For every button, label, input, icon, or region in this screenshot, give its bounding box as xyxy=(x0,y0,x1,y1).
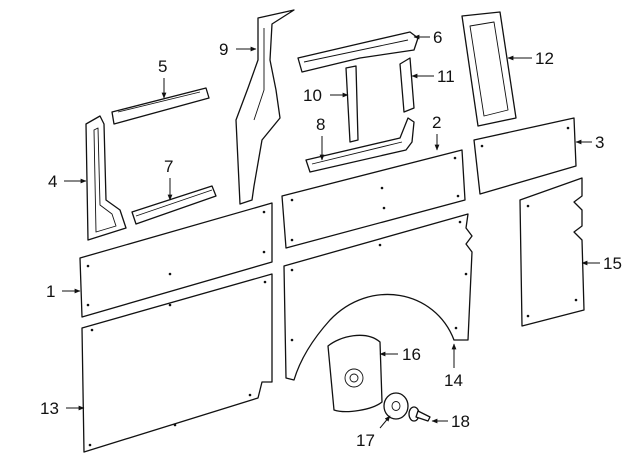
callout-7: 7 xyxy=(164,157,173,176)
part-8-sill xyxy=(305,117,415,173)
callout-14: 14 xyxy=(444,371,463,390)
callout-6: 6 xyxy=(433,28,442,47)
callout-10: 10 xyxy=(303,86,322,105)
part-10-vertical-post xyxy=(345,65,359,143)
part-18-screw xyxy=(408,406,431,422)
part-13-lower-front-panel xyxy=(81,273,273,453)
callout-15: 15 xyxy=(603,254,622,273)
part-5-upper-rail xyxy=(111,87,210,125)
callout-18: 18 xyxy=(451,412,470,431)
callout-16: 16 xyxy=(402,345,421,364)
callout-9: 9 xyxy=(219,40,228,59)
callout-13: 13 xyxy=(40,399,59,418)
callout-5: 5 xyxy=(158,57,167,76)
part-7-lower-rail xyxy=(131,185,217,225)
part-14-rear-side-panel xyxy=(283,213,473,381)
callout-17: 17 xyxy=(356,431,375,450)
part-12-rear-window-panel xyxy=(461,11,517,127)
part-11-bracket xyxy=(399,57,415,113)
part-16-wheelhouse-cover xyxy=(327,334,383,413)
part-1-middle-front-panel xyxy=(79,202,273,318)
part-3-rear-upper-panel xyxy=(473,117,577,195)
part-9-center-pillar xyxy=(235,9,295,205)
callout-8: 8 xyxy=(316,115,325,134)
part-15-rear-door-panel xyxy=(519,177,585,327)
callout-2: 2 xyxy=(432,113,441,132)
part-4-front-pillar-trim xyxy=(85,115,127,241)
callout-4: 4 xyxy=(48,172,57,191)
leader-17 xyxy=(379,415,391,429)
callout-1: 1 xyxy=(46,282,55,301)
part-2-upper-side-panel xyxy=(281,149,466,249)
callout-11: 11 xyxy=(437,67,455,86)
part-6-roof-rail xyxy=(297,31,419,73)
callout-12: 12 xyxy=(535,49,554,68)
part-17-grommet xyxy=(383,392,409,420)
callout-3: 3 xyxy=(595,133,604,152)
